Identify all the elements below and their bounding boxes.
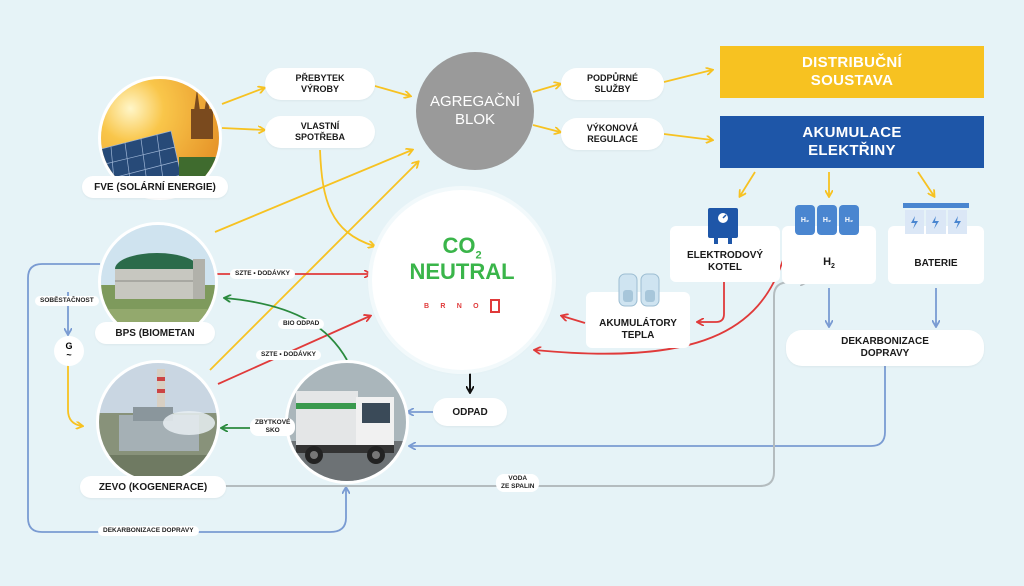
arrow-agregacni-podpurne <box>532 84 560 93</box>
dekarbonizace-dopravy-tag: DEKARBONIZACE DOPRAVY <box>98 526 199 536</box>
fve-label: FVE (SOLÁRNÍ ENERGIE) <box>82 176 228 198</box>
arrow-vykonova-akumulace <box>663 133 712 140</box>
h2-label: H2 <box>782 256 876 273</box>
dekarbonizace-dopravy-node: DEKARBONIZACE DOPRAVY <box>786 330 984 366</box>
brno-letter-o: O <box>473 302 479 310</box>
baterie-node: BATERIE <box>888 226 984 284</box>
akumulatory-tepla-node: AKUMULÁTORY TEPLA <box>586 292 690 348</box>
brno-letter-b: B <box>424 302 430 310</box>
co2-neutral-node: CO2 NEUTRAL B R N O <box>372 190 552 370</box>
brno-logo: B R N O <box>424 298 500 314</box>
arrow-dekarbonizace-truck <box>410 365 886 446</box>
brno-block <box>489 299 500 313</box>
szte-dodavky-tag-1: SZTE • DODÁVKY <box>230 269 296 279</box>
arrow-akumulace-kotel <box>740 171 756 196</box>
zevo-cogeneration-photo <box>96 360 220 484</box>
arrow-prebytek-agregacni <box>374 85 410 96</box>
arrow-vlastni-co2 <box>319 149 374 246</box>
baterie-label: BATERIE <box>914 258 958 269</box>
h2-tank-label-2: H₂ <box>822 216 832 224</box>
heat-storage-tanks-icon <box>617 272 661 313</box>
arrow-akumulace-baterie <box>917 171 934 196</box>
distribucni-soustava-bar: DISTRIBUČNÍ SOUSTAVA <box>720 46 984 98</box>
electrode-boiler-icon <box>706 206 740 251</box>
arrow-agregacni-vykonova <box>532 124 560 132</box>
prebytek-vyroby-node: PŘEBYTEK VÝROBY <box>265 68 375 100</box>
voda-ze-spalin-tag: VODA ZE SPALIN <box>496 474 540 492</box>
h2-tank-label-3: H₂ <box>844 216 854 224</box>
arrow-akumulatory-co2 <box>562 316 586 324</box>
battery-icon <box>903 203 969 240</box>
brno-letter-r: R <box>440 302 446 310</box>
odpad-node: ODPAD <box>433 398 507 426</box>
podpurne-sluzby-node: PODPŮRNÉ SLUŽBY <box>561 68 664 100</box>
arrow-fve-vlastni <box>221 128 264 130</box>
zbytkove-sko-tag: ZBYTKOVÉ SKO <box>250 418 296 436</box>
sobestacnost-tag: SOBĚSTAČNOST <box>35 296 99 306</box>
generator-tilde: ~ <box>66 350 72 360</box>
vlastni-spotreba-node: VLASTNÍ SPOTŘEBA <box>265 116 375 148</box>
arrow-generator-zevo <box>67 358 82 426</box>
neutral-text: NEUTRAL <box>409 259 515 284</box>
arrow-zevo-agregacni <box>209 162 418 371</box>
bps-label: BPS (BIOMETAN <box>95 322 215 344</box>
h2-text: H <box>823 256 832 268</box>
hydrogen-tanks-icon: H₂ H₂ H₂ <box>795 205 859 235</box>
elektrodovy-kotel-label: ELEKTRODOVÝ KOTEL <box>686 250 764 273</box>
akumulace-elektriny-bar: AKUMULACE ELEKTŘINY <box>720 116 984 168</box>
arrow-fve-prebytek <box>221 88 264 105</box>
brno-letter-n: N <box>456 302 462 310</box>
akumulatory-tepla-label: AKUMULÁTORY TEPLA <box>599 318 677 341</box>
arrow-kotel-akumulatory <box>698 282 725 322</box>
h2-tank-2: H₂ <box>817 205 837 235</box>
agregacni-blok-node: AGREGAČNÍ BLOK <box>416 52 534 170</box>
h2-tank-label-1: H₂ <box>800 216 810 224</box>
vykonova-regulace-node: VÝKONOVÁ REGULACE <box>561 118 664 150</box>
arrow-bps-agregacni <box>214 150 412 233</box>
co2-subscript: 2 <box>475 249 482 262</box>
generator-node: G ~ <box>54 336 84 366</box>
arrow-podpurne-distribucni <box>663 70 712 83</box>
h2-node: H2 <box>782 226 876 284</box>
waste-truck-photo <box>285 360 409 484</box>
co2-text: CO <box>442 233 476 258</box>
arrow-h2-co2 <box>535 259 784 355</box>
agregacni-blok-label: AGREGAČNÍ BLOK <box>429 93 520 128</box>
generator-g: G <box>65 341 73 351</box>
h2-tank-1: H₂ <box>795 205 815 235</box>
zevo-label: ZEVO (KOGENERACE) <box>80 476 226 498</box>
h2-tank-3: H₂ <box>839 205 859 235</box>
szte-dodavky-tag-2: SZTE • DODÁVKY <box>256 350 322 360</box>
h2-subscript: 2 <box>831 263 835 271</box>
arrow-dekarbonizace-dopravy-loop <box>27 263 346 533</box>
bio-odpad-tag: BIO ODPAD <box>278 319 325 329</box>
